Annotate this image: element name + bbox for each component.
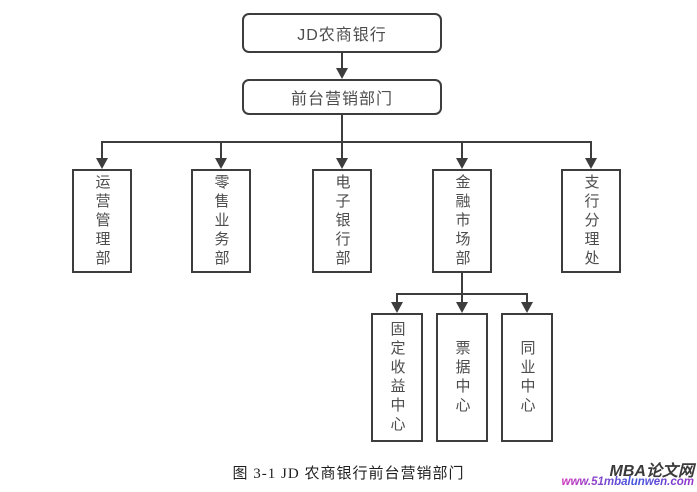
connector-drop-dept5 [590,141,592,159]
node-dept-financial-markets: 金融市场部 [432,169,492,273]
watermark-site-name: MBA论文网 [609,463,694,480]
node-dept-branch-office: 支行分理处 [561,169,621,273]
node-dept-retail-label: 零售业务部 [212,173,230,269]
connector-level2-stem [341,115,343,143]
node-dept-operations: 运营管理部 [72,169,132,273]
connector-root-to-level2 [341,53,343,71]
connector-drop-dept4 [461,141,463,159]
node-dept-branch-office-label: 支行分理处 [582,173,600,269]
arrowhead-dept4 [456,158,468,169]
connector-drop-dept2 [220,141,222,159]
node-center-interbank: 同业中心 [501,313,553,442]
arrowhead-dept1 [96,158,108,169]
node-center-interbank-label: 同业中心 [518,339,536,416]
node-center-fixed-income: 固定收益中心 [371,313,423,442]
watermark-site-url: www.51mbalunwen.com [561,476,695,488]
node-front-office-label: 前台营销部门 [290,91,393,108]
connector-drop-center2 [461,293,463,305]
connector-drop-dept3 [341,141,343,159]
node-dept-retail: 零售业务部 [191,169,251,273]
node-front-office: 前台营销部门 [242,79,442,115]
node-dept-financial-markets-label: 金融市场部 [453,173,471,269]
node-dept-ebanking: 电子银行部 [312,169,372,273]
connector-fm-stem [461,273,463,295]
connector-drop-dept1 [101,141,103,159]
arrowhead-dept5 [585,158,597,169]
arrowhead-center1 [391,302,403,313]
arrowhead-dept3 [336,158,348,169]
node-center-fixed-income-label: 固定收益中心 [388,320,406,435]
arrowhead-center2 [456,302,468,313]
node-center-bills: 票据中心 [436,313,488,442]
arrowhead-dept2 [215,158,227,169]
connector-drop-center1 [396,293,398,305]
node-root-bank: JD农商银行 [242,13,442,53]
node-root-label: JD农商银行 [297,27,387,44]
node-dept-ebanking-label: 电子银行部 [333,173,351,269]
node-dept-operations-label: 运营管理部 [93,173,111,269]
figure-caption: 图 3-1 JD 农商银行前台营销部门 [232,466,465,482]
connector-drop-center3 [526,293,528,305]
node-center-bills-label: 票据中心 [453,339,471,416]
connector-departments-bar [101,141,592,143]
arrowhead-level2 [336,68,348,79]
arrowhead-center3 [521,302,533,313]
